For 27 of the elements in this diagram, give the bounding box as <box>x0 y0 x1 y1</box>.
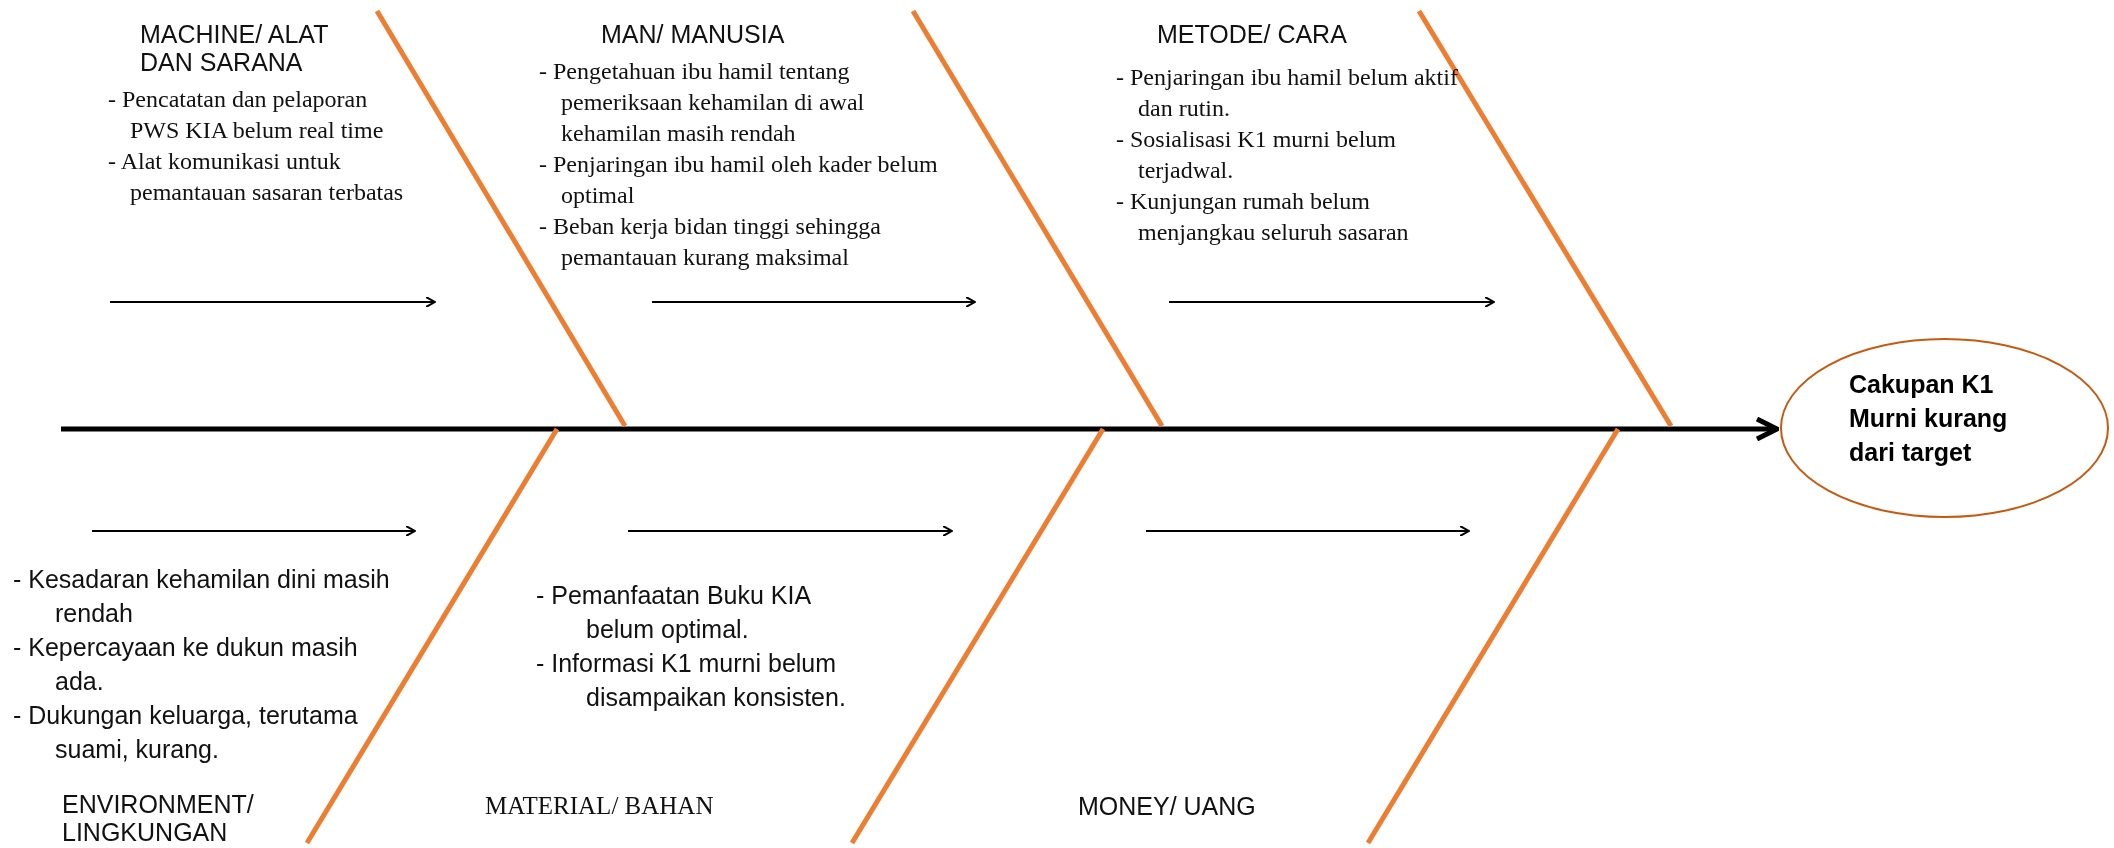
cause-text: - Pengetahuan ibu hamil tentang pemeriksaan kehamilan di awal kehamilan masih rendah <box>539 57 866 148</box>
cause-text: - Alat komunikasi untuk pemantauan sasaran terbatas <box>108 147 405 207</box>
category-heading: MAN/ MANUSIA <box>601 20 786 48</box>
category-heading: MACHINE/ ALAT DAN SARANA <box>140 20 329 76</box>
bone-line <box>849 427 1106 845</box>
category-heading: MONEY/ UANG <box>1078 792 1257 820</box>
cause-text: - Informasi K1 murni belum disampaikan konsisten. <box>536 648 847 713</box>
cause-text: - Pencatatan dan pelaporan PWS KIA belum real time <box>108 85 385 145</box>
category-heading: MATERIAL/ BAHAN <box>485 792 715 820</box>
cause-text: - Penjaringan ibu hamil belum aktif dan rutin. <box>1116 63 1459 123</box>
bone-line <box>374 9 628 428</box>
category-heading: METODE/ CARA <box>1157 20 1348 48</box>
cause-text: - Dukungan keluarga, terutama suami, kurang. <box>13 700 359 765</box>
cause-text: - Kunjungan rumah belum menjangkau seluruh sasaran <box>1116 187 1410 247</box>
bone-line <box>1365 427 1621 845</box>
cause-text: - Pemanfaatan Buku KIA belum optimal. <box>536 580 812 645</box>
bone-line <box>304 427 560 845</box>
bone-line <box>1416 9 1674 428</box>
cause-text: - Kepercayaan ke dukun masih ada. <box>13 632 359 697</box>
category-heading: ENVIRONMENT/ LINGKUNGAN <box>62 790 255 846</box>
spine-arrow <box>61 416 1780 442</box>
cause-text: - Kesadaran kehamilan dini masih rendah <box>13 564 390 629</box>
bone-line <box>910 9 1165 428</box>
cause-text: - Sosialisasi K1 murni belum terjadwal. <box>1116 125 1397 185</box>
effect-text: Cakupan K1 Murni kurang dari target <box>1849 369 2009 468</box>
cause-text: - Beban kerja bidan tinggi sehingga pemantauan kurang maksimal <box>539 212 882 272</box>
cause-text: - Penjaringan ibu hamil oleh kader belum optimal <box>539 150 939 210</box>
